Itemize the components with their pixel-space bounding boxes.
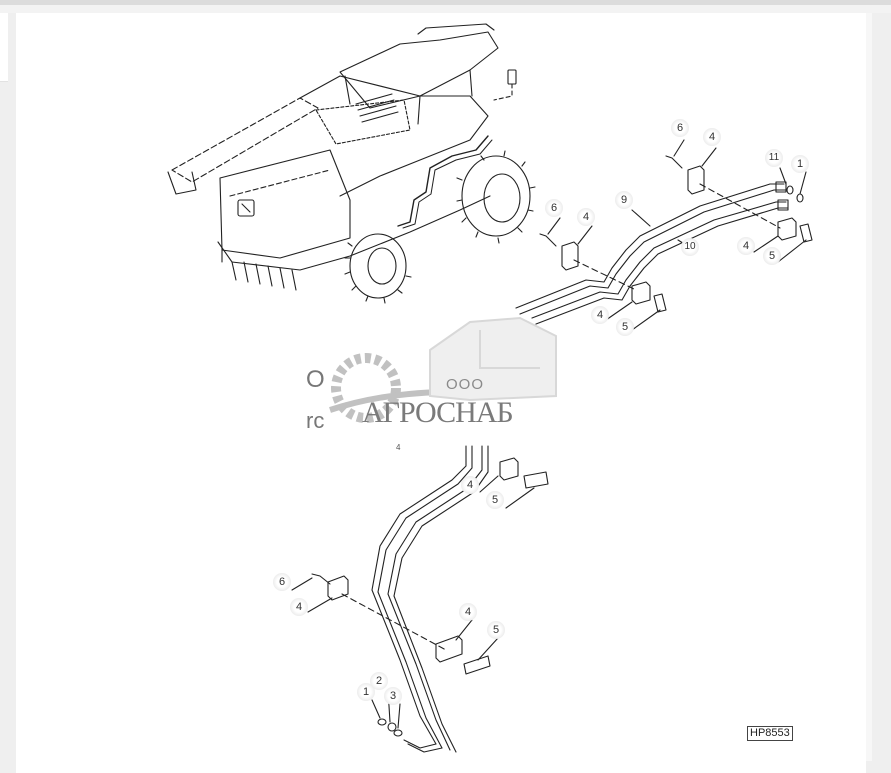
hose-assembly-lower — [291, 445, 549, 753]
toolbar-strip — [0, 5, 891, 13]
callout-4: 4 — [461, 476, 479, 494]
callout-6: 6 — [273, 573, 291, 591]
callout-4: 4 — [459, 603, 477, 621]
combine-harvester-drawing — [167, 23, 536, 304]
figure-id-label: HP8553 — [747, 726, 793, 741]
callout-4: 4 — [591, 306, 609, 324]
watermark-prefix: ООО — [446, 376, 485, 393]
scrollbar-track[interactable] — [866, 13, 872, 761]
agrosnab-watermark-logo — [329, 316, 557, 423]
watermark-fragment-bottom: rc — [306, 408, 325, 433]
callout-11: 11 — [765, 149, 783, 167]
callout-3: 3 — [384, 687, 402, 705]
callout-4: 4 — [703, 128, 721, 146]
callout-6: 6 — [671, 119, 689, 137]
callout-1: 1 — [357, 683, 375, 701]
callout-5: 5 — [616, 318, 634, 336]
callout-2: 2 — [370, 672, 388, 690]
callout-10: 10 — [681, 238, 699, 256]
watermark-fragment-top: O — [306, 366, 325, 393]
callout-1: 1 — [791, 155, 809, 173]
small-callout-marker: 4 — [396, 443, 401, 452]
callout-6: 6 — [545, 199, 563, 217]
callout-5: 5 — [487, 621, 505, 639]
callout-9: 9 — [615, 191, 633, 209]
callout-4: 4 — [290, 598, 308, 616]
callout-5: 5 — [763, 247, 781, 265]
diagram-card — [16, 13, 866, 773]
callout-4: 4 — [737, 237, 755, 255]
callout-4: 4 — [577, 208, 595, 226]
hose-assembly-upper — [515, 139, 813, 331]
callout-5: 5 — [486, 491, 504, 509]
browser-top-bar — [0, 0, 891, 5]
watermark-company-name: АГРОСНАБ — [362, 396, 514, 429]
left-side-panel — [0, 13, 8, 82]
